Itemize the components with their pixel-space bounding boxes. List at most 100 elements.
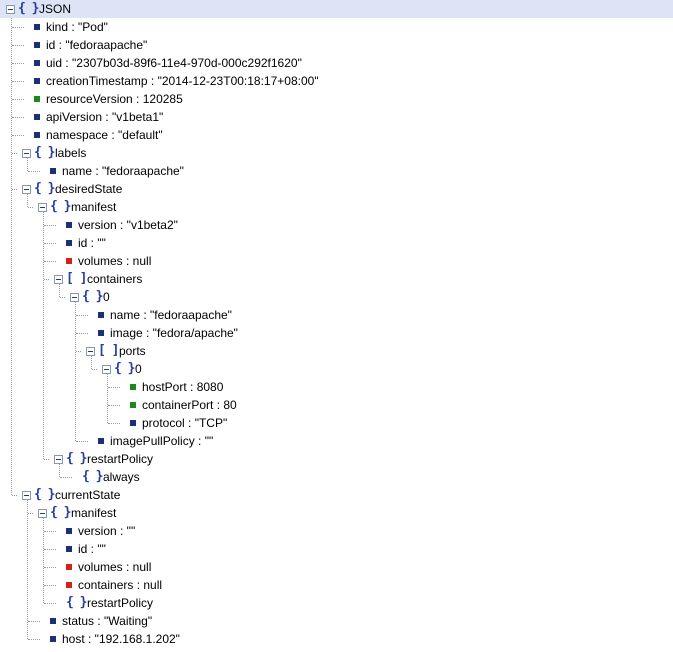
tree-node-volumes[interactable]: volumes : null <box>0 252 673 270</box>
tree-node-id[interactable]: id : "fedoraapache" <box>0 36 673 54</box>
tree-node-label: version : "v1beta2" <box>78 218 178 232</box>
tree-node-containers[interactable]: containers : null <box>0 576 673 594</box>
tree-node-id[interactable]: id : "" <box>0 540 673 558</box>
tree-branch-line <box>76 333 88 334</box>
collapse-toggle-icon[interactable] <box>102 365 111 374</box>
object-brace-icon: { } <box>66 451 87 466</box>
collapse-toggle-icon[interactable] <box>22 149 31 158</box>
object-brace-icon: { } <box>114 361 135 376</box>
tree-guide-line <box>75 302 76 441</box>
tree-branch-line <box>76 441 88 442</box>
number-value-icon <box>130 384 136 390</box>
tree-node-labels[interactable]: { }labels <box>0 144 673 162</box>
tree-node-protocol[interactable]: protocol : "TCP" <box>0 414 673 432</box>
tree-branch-line <box>44 585 56 586</box>
tree-branch-line <box>12 135 24 136</box>
tree-node-status[interactable]: status : "Waiting" <box>0 612 673 630</box>
object-brace-icon: { } <box>82 289 103 304</box>
collapse-toggle-icon[interactable] <box>54 455 63 464</box>
number-value-icon <box>34 96 40 102</box>
tree-node-namespace[interactable]: namespace : "default" <box>0 126 673 144</box>
tree-node-manifest[interactable]: { }manifest <box>0 198 673 216</box>
collapse-toggle-icon[interactable] <box>22 185 31 194</box>
tree-branch-line <box>44 459 49 460</box>
tree-node-restartpolicy[interactable]: { }restartPolicy <box>0 450 673 468</box>
tree-node-always[interactable]: { }always <box>0 468 673 486</box>
tree-node-currentstate[interactable]: { }currentState <box>0 486 673 504</box>
tree-node-containerport[interactable]: containerPort : 80 <box>0 396 673 414</box>
tree-guide-line <box>59 284 60 297</box>
tree-node-hostport[interactable]: hostPort : 8080 <box>0 378 673 396</box>
tree-node-version[interactable]: version : "" <box>0 522 673 540</box>
tree-node-apiversion[interactable]: apiVersion : "v1beta1" <box>0 108 673 126</box>
tree-node-host[interactable]: host : "192.168.1.202" <box>0 630 673 648</box>
tree-branch-line <box>12 99 24 100</box>
string-value-icon <box>34 42 40 48</box>
tree-guide-line <box>27 500 28 639</box>
string-value-icon <box>98 312 104 318</box>
tree-node-json[interactable]: { }JSON <box>0 0 673 18</box>
collapse-toggle-icon[interactable] <box>54 275 63 284</box>
tree-branch-line <box>44 549 56 550</box>
tree-guide-line <box>27 194 28 207</box>
collapse-toggle-icon[interactable] <box>38 509 47 518</box>
tree-node-volumes[interactable]: volumes : null <box>0 558 673 576</box>
tree-node-label: creationTimestamp : "2014-12-23T00:18:17… <box>46 74 319 88</box>
tree-branch-line <box>12 153 17 154</box>
tree-branch-line <box>28 639 40 640</box>
tree-branch-line <box>108 423 120 424</box>
tree-node-label: id : "" <box>78 542 106 556</box>
tree-branch-line <box>92 369 97 370</box>
tree-node-version[interactable]: version : "v1beta2" <box>0 216 673 234</box>
tree-node-kind[interactable]: kind : "Pod" <box>0 18 673 36</box>
tree-node-ports[interactable]: [ ]ports <box>0 342 673 360</box>
tree-node-label: restartPolicy <box>87 452 154 466</box>
tree-node-resourceversion[interactable]: resourceVersion : 120285 <box>0 90 673 108</box>
tree-node-id[interactable]: id : "" <box>0 234 673 252</box>
tree-node-desiredstate[interactable]: { }desiredState <box>0 180 673 198</box>
collapse-toggle-icon[interactable] <box>38 203 47 212</box>
tree-branch-line <box>76 315 88 316</box>
tree-node-label: id : "fedoraapache" <box>46 38 148 52</box>
tree-node-0[interactable]: { }0 <box>0 288 673 306</box>
tree-branch-line <box>44 279 49 280</box>
object-brace-icon: { } <box>34 145 55 160</box>
tree-node-name[interactable]: name : "fedoraapache" <box>0 306 673 324</box>
tree-node-label: labels <box>55 146 87 160</box>
tree-node-restartpolicy[interactable]: { }restartPolicy <box>0 594 673 612</box>
string-value-icon <box>98 438 104 444</box>
null-value-icon <box>66 258 72 264</box>
collapse-toggle-icon[interactable] <box>22 491 31 500</box>
tree-branch-line <box>28 171 40 172</box>
object-brace-icon: { } <box>34 487 55 502</box>
tree-node-label: name : "fedoraapache" <box>110 308 232 322</box>
tree-node-imagepullpolicy[interactable]: imagePullPolicy : "" <box>0 432 673 450</box>
tree-node-label: name : "fedoraapache" <box>62 164 184 178</box>
collapse-toggle-icon[interactable] <box>70 293 79 302</box>
tree-guide-line <box>43 518 44 603</box>
collapse-toggle-icon[interactable] <box>6 5 15 14</box>
tree-node-manifest[interactable]: { }manifest <box>0 504 673 522</box>
tree-node-label: image : "fedora/apache" <box>110 326 238 340</box>
tree-node-label: protocol : "TCP" <box>142 416 228 430</box>
tree-branch-line <box>12 495 17 496</box>
tree-branch-line <box>12 117 24 118</box>
tree-node-0[interactable]: { }0 <box>0 360 673 378</box>
tree-node-name[interactable]: name : "fedoraapache" <box>0 162 673 180</box>
string-value-icon <box>66 240 72 246</box>
string-value-icon <box>98 330 104 336</box>
tree-guide-line <box>11 14 12 495</box>
tree-guide-line <box>27 158 28 171</box>
object-brace-icon: { } <box>34 181 55 196</box>
tree-node-containers[interactable]: [ ]containers <box>0 270 673 288</box>
object-brace-icon: { } <box>50 505 71 520</box>
tree-node-uid[interactable]: uid : "2307b03d-89f6-11e4-970d-000c292f1… <box>0 54 673 72</box>
tree-node-label: manifest <box>71 200 117 214</box>
string-value-icon <box>34 114 40 120</box>
tree-branch-line <box>44 531 56 532</box>
collapse-toggle-icon[interactable] <box>86 347 95 356</box>
tree-node-image[interactable]: image : "fedora/apache" <box>0 324 673 342</box>
tree-node-label: kind : "Pod" <box>46 20 108 34</box>
tree-node-creationtimestamp[interactable]: creationTimestamp : "2014-12-23T00:18:17… <box>0 72 673 90</box>
